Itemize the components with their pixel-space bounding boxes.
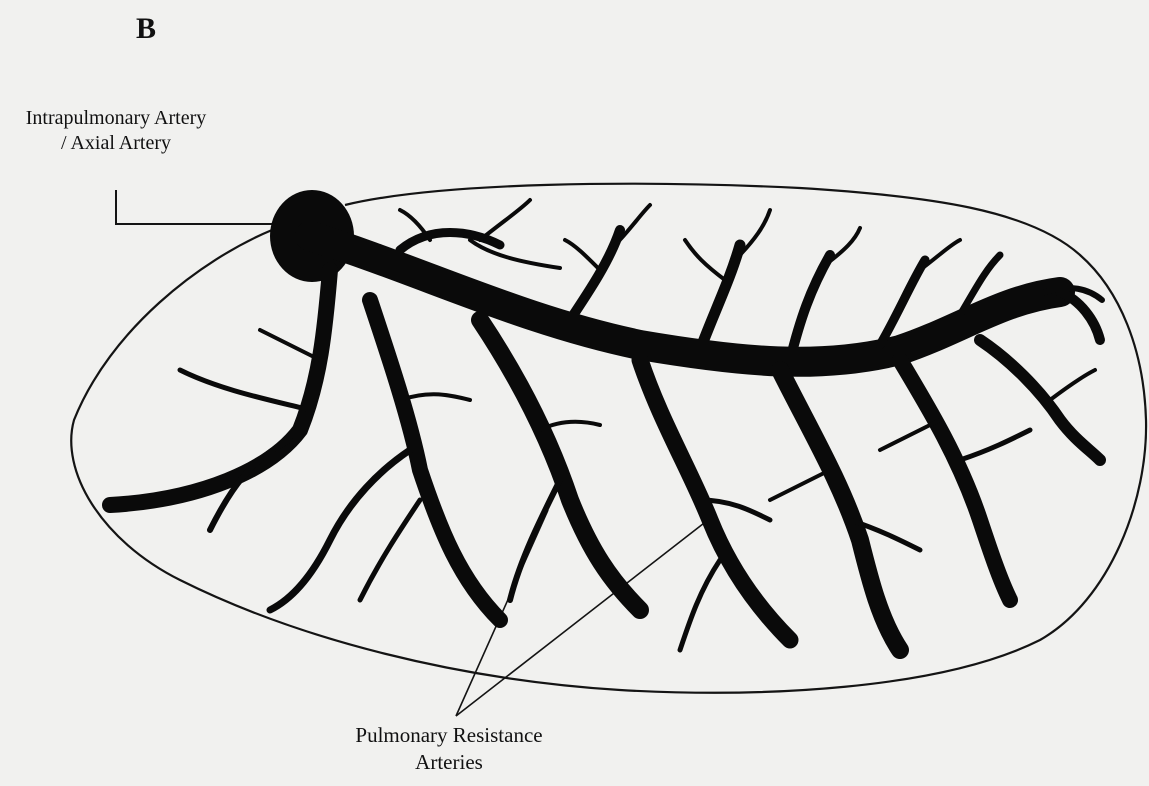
main-trunk <box>310 236 1060 362</box>
arterial-tree <box>110 190 1102 650</box>
branch-right-1 <box>780 370 900 650</box>
branch-mid-1 <box>480 320 640 610</box>
branch-right-2 <box>900 360 1010 600</box>
branch-far-right <box>980 340 1100 460</box>
axial-leader-line <box>116 190 278 224</box>
branch-left-2 <box>370 300 500 620</box>
